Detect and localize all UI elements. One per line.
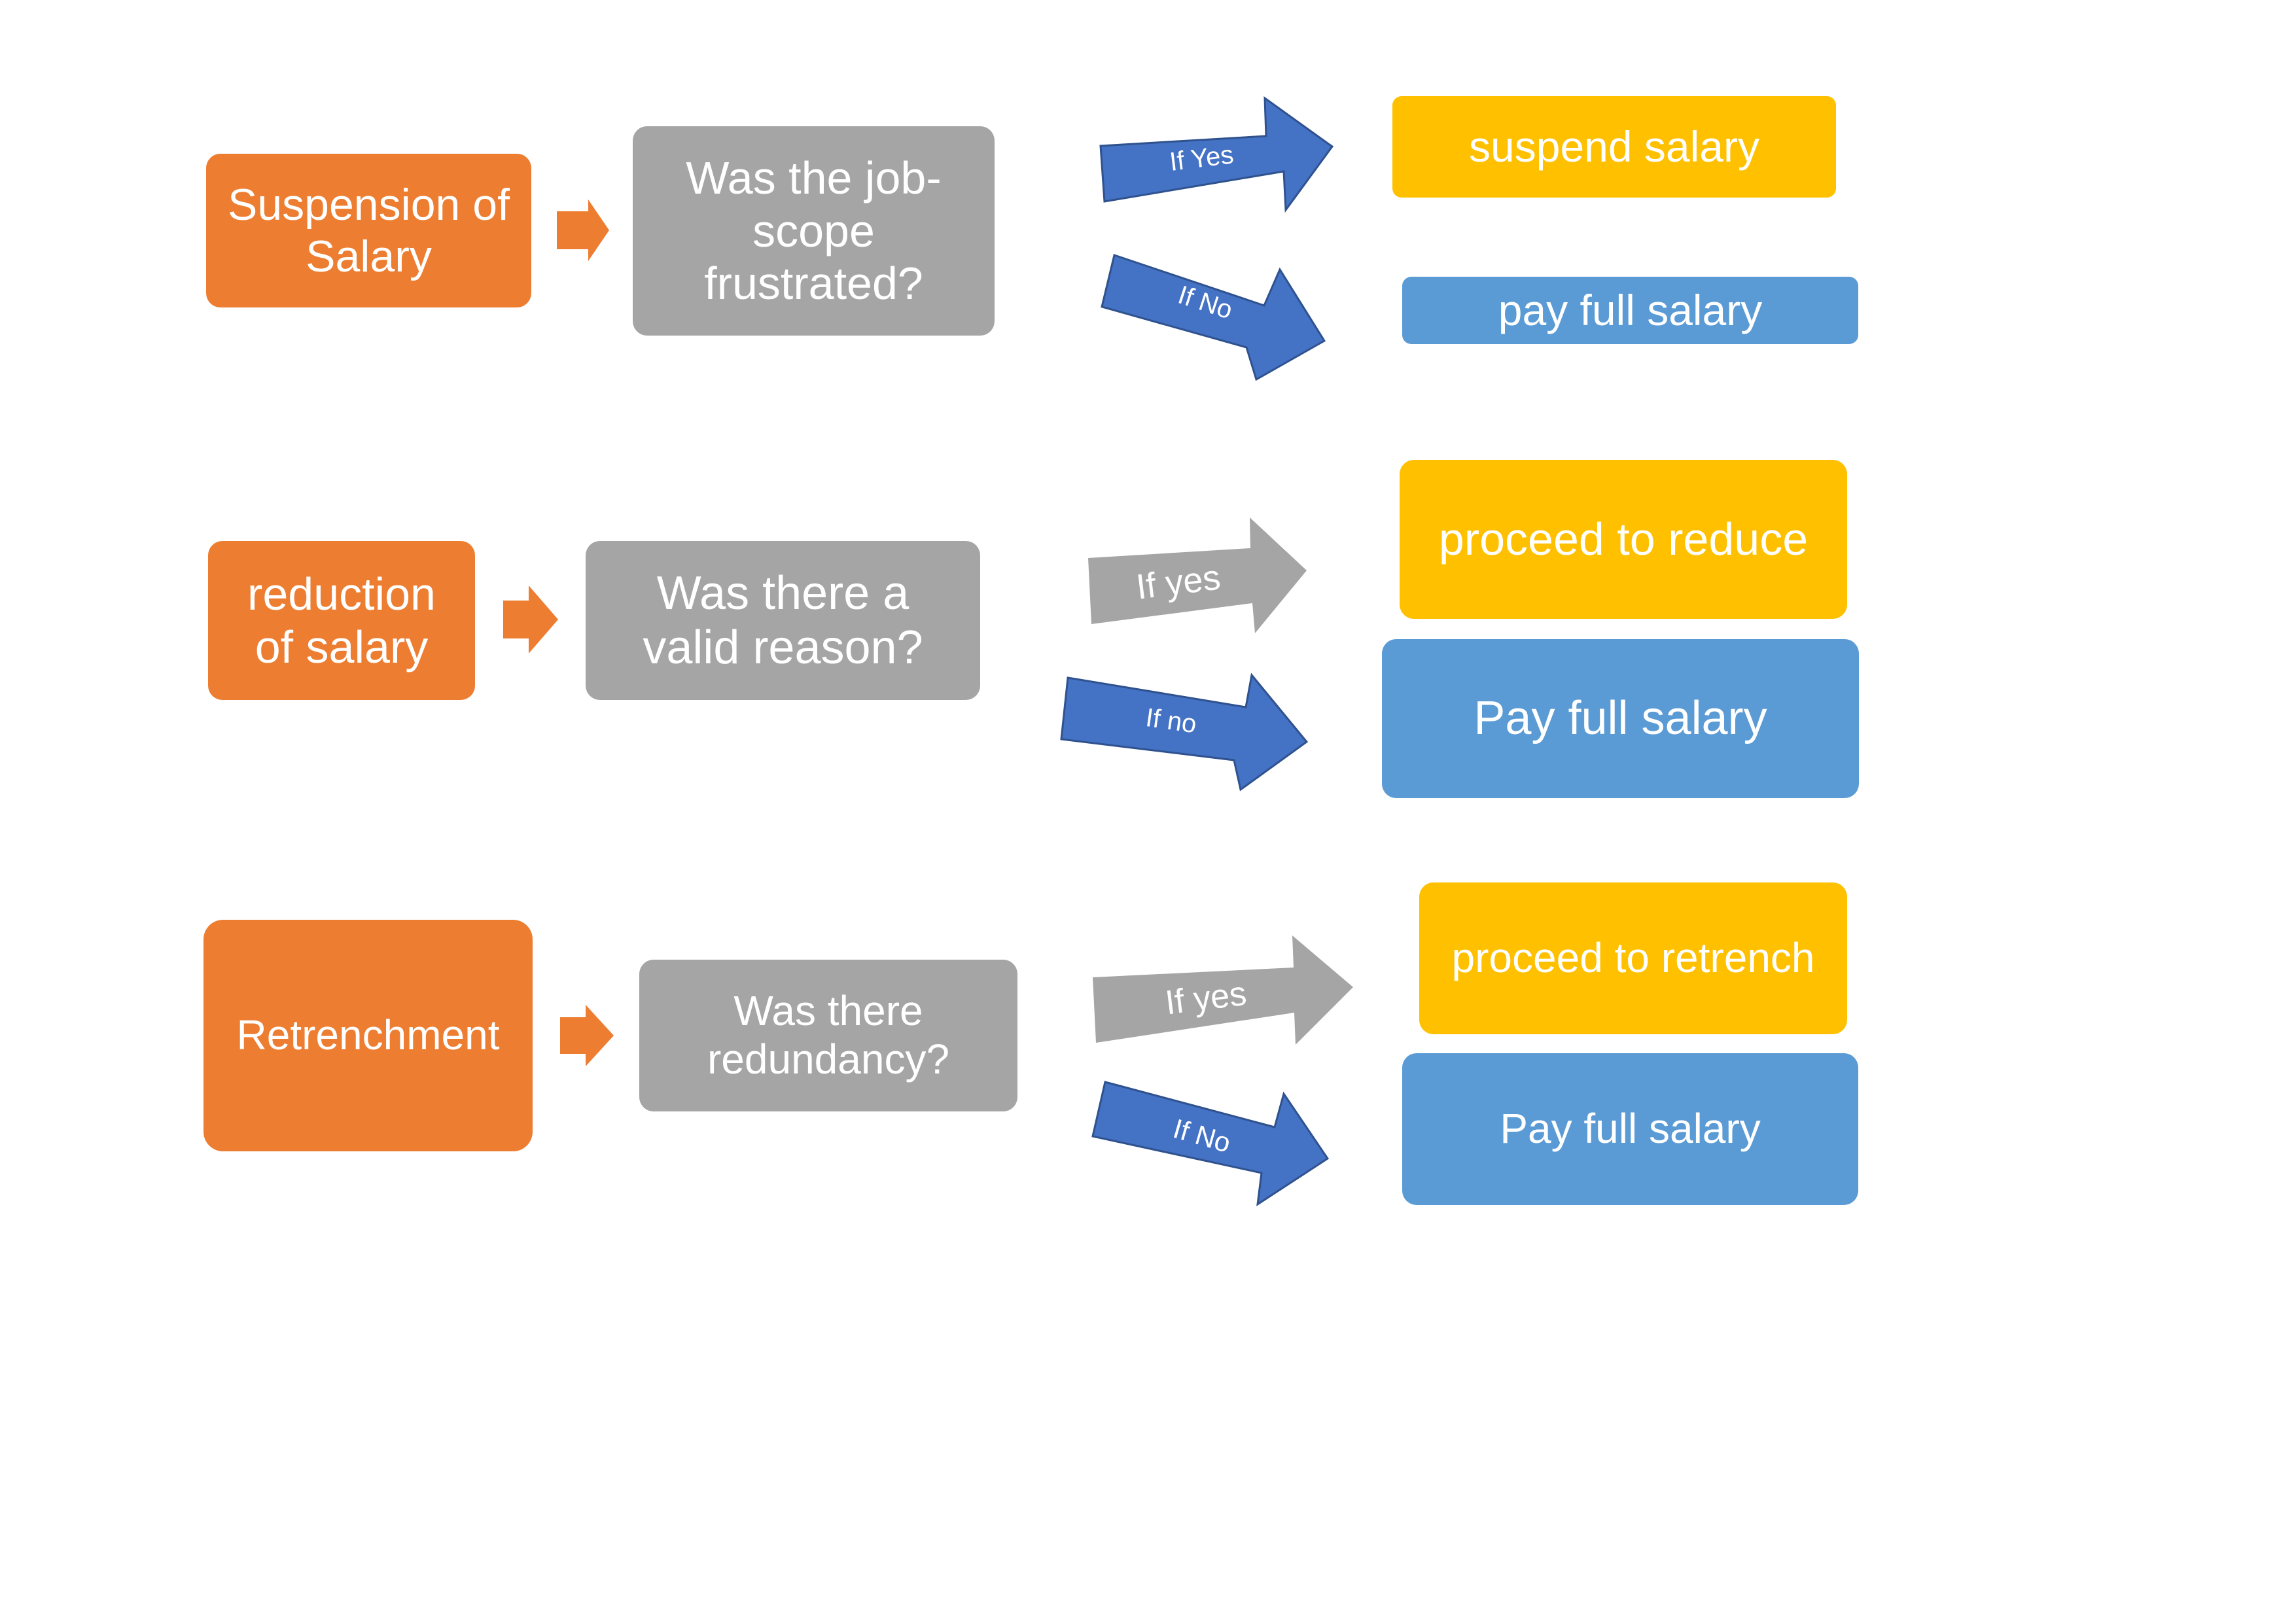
if-yes-arrow: If yes	[1088, 517, 1307, 633]
right-arrow-icon	[560, 1005, 614, 1066]
if-no-arrow: If No	[1091, 1081, 1330, 1207]
question-label: Was the job-scope frustrated?	[686, 152, 942, 309]
outcome-proceed-to-retrench: proceed to retrench	[1419, 882, 1847, 1034]
outcome-suspend-salary: suspend salary	[1392, 96, 1836, 198]
if-no-arrow: If no	[1060, 672, 1309, 792]
question-valid-reason: Was there a valid reason?	[586, 541, 980, 700]
question-label: Was there redundancy?	[707, 987, 950, 1083]
topic-label: Retrenchment	[236, 1011, 500, 1059]
outcome-proceed-to-reduce: proceed to reduce	[1400, 460, 1847, 619]
topic-label: Suspension of Salary	[228, 180, 510, 281]
if-yes-arrow: If yes	[1093, 935, 1353, 1045]
outcome-label: pay full salary	[1498, 285, 1763, 334]
topic-suspension-of-salary: Suspension of Salary	[206, 154, 531, 307]
question-label: Was there a valid reason?	[643, 567, 923, 674]
outcome-pay-full-salary: pay full salary	[1402, 277, 1858, 344]
if-yes-arrow: If Yes	[1099, 96, 1334, 213]
outcome-pay-full-salary: Pay full salary	[1402, 1053, 1858, 1205]
outcome-label: Pay full salary	[1500, 1105, 1761, 1153]
topic-label: reduction of salary	[247, 568, 436, 672]
outcome-label: proceed to retrench	[1451, 934, 1815, 982]
right-arrow-icon	[557, 200, 609, 261]
right-arrow-icon	[503, 585, 558, 654]
outcome-pay-full-salary: Pay full salary	[1382, 639, 1859, 798]
if-no-label: If no	[1144, 703, 1198, 739]
if-no-arrow: If No	[1101, 254, 1326, 381]
topic-reduction-of-salary: reduction of salary	[208, 541, 475, 700]
question-redundancy: Was there redundancy?	[639, 960, 1017, 1111]
question-job-scope-frustrated: Was the job-scope frustrated?	[633, 126, 995, 336]
outcome-label: Pay full salary	[1474, 692, 1767, 745]
outcome-label: proceed to reduce	[1438, 514, 1809, 565]
topic-retrenchment: Retrenchment	[203, 920, 533, 1151]
outcome-label: suspend salary	[1469, 122, 1759, 171]
